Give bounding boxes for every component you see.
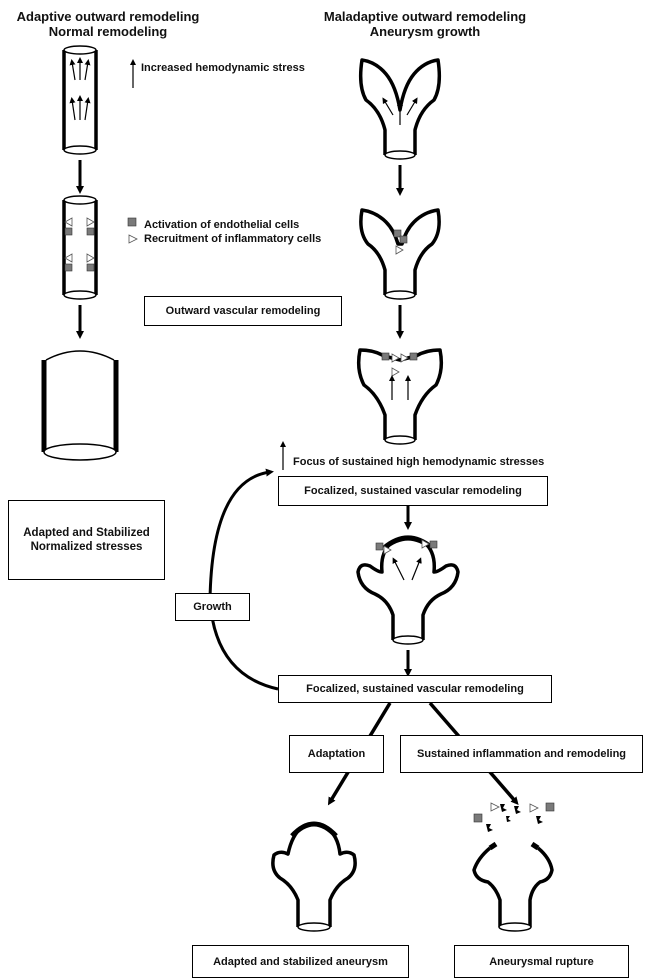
legend-hemodynamic-label: Increased hemodynamic stress [141, 62, 305, 74]
adaptation-text: Adaptation [307, 748, 366, 760]
adapted-aneurysm-text: Adapted and stabilized aneurysm [213, 955, 388, 968]
focalized-remodeling-text-2: Focalized, sustained vascular remodeling [306, 683, 524, 695]
normal-vessel-2 [62, 195, 98, 300]
left-header: Adaptive outward remodeling Normal remod… [8, 9, 208, 39]
focalized-remodeling-box-1: Focalized, sustained vascular remodeling [278, 476, 548, 506]
adapted-stabilized-box: Adapted and Stabilized Normalized stress… [8, 500, 165, 580]
legend-square-icon [127, 217, 137, 227]
stabilized-aneurysm [271, 821, 357, 932]
aneurysmal-rupture-text: Aneurysmal rupture [489, 955, 594, 968]
aneurysm-stage-1 [358, 58, 442, 160]
legend-endothelial-label: Activation of endothelial cells [144, 219, 300, 231]
right-header-line2: Aneurysm growth [369, 24, 481, 39]
legend-inflammatory-label: Recruitment of inflammatory cells [144, 233, 322, 245]
outward-remodeling-box: Outward vascular remodeling [144, 296, 342, 326]
left-header-line2: Normal remodeling [48, 24, 168, 39]
outward-remodeling-text: Outward vascular remodeling [165, 305, 321, 317]
aneurysm-stage-4 [356, 535, 460, 645]
normal-vessel-3 [41, 350, 119, 461]
adapted-stabilized-line2: Normalized stresses [30, 541, 143, 553]
focalized-remodeling-box-2: Focalized, sustained vascular remodeling [278, 675, 552, 703]
growth-loop-arrow [208, 468, 279, 691]
legend-triangle-icon [128, 234, 138, 244]
growth-box: Growth [175, 593, 250, 621]
normal-vessel-1 [62, 45, 98, 155]
adaptation-box: Adaptation [289, 735, 384, 773]
right-header: Maladaptive outward remodeling Aneurysm … [305, 9, 545, 39]
sustained-inflammation-text: Sustained inflammation and remodeling [416, 748, 627, 760]
growth-text: Growth [193, 601, 232, 613]
aneurysm-stage-3 [356, 348, 444, 445]
right-header-line1: Maladaptive outward remodeling [323, 9, 527, 24]
aneurysmal-rupture-box: Aneurysmal rupture [454, 945, 629, 978]
focus-label: Focus of sustained high hemodynamic stre… [293, 456, 545, 468]
aneurysm-stage-2 [359, 208, 441, 300]
left-header-line1: Adaptive outward remodeling [16, 9, 200, 24]
sustained-inflammation-box: Sustained inflammation and remodeling [400, 735, 643, 773]
adapted-aneurysm-box: Adapted and stabilized aneurysm [192, 945, 409, 978]
adapted-stabilized-line1: Adapted and Stabilized [23, 527, 150, 539]
ruptured-aneurysm [472, 802, 555, 932]
focalized-remodeling-text-1: Focalized, sustained vascular remodeling [304, 485, 522, 497]
